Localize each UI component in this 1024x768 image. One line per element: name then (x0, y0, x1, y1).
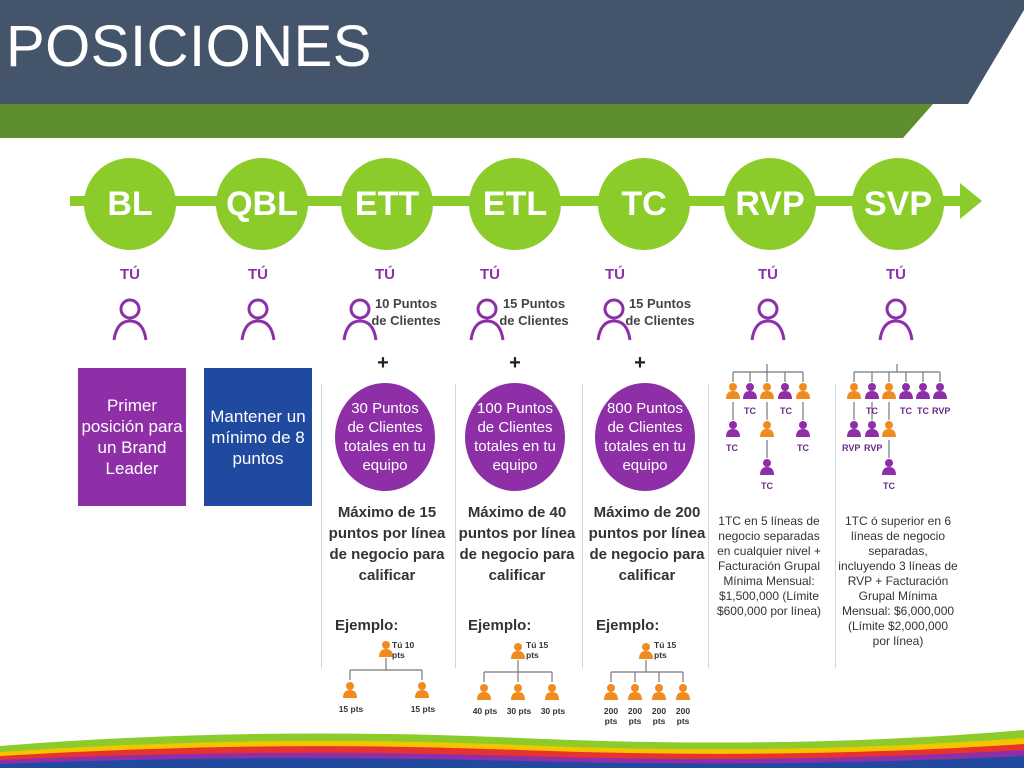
rvp-label: RVP (932, 406, 951, 416)
max-per-line-etl: Máximo de 40 puntos por línea de negocio… (458, 504, 576, 584)
example-leaf-label: 200 pts (603, 706, 619, 726)
you-label-etl: TÚ (480, 266, 500, 283)
header-navy-band (0, 0, 1024, 104)
max-per-line-tc: Máximo de 200 puntos por línea de negoci… (588, 504, 706, 584)
level-circle-ett: ETT (341, 158, 433, 250)
decorative-wave (0, 730, 1024, 768)
plus-sign: + (509, 352, 521, 374)
person-outline-icon (342, 298, 378, 341)
example-leaf-label: 30 pts (540, 706, 566, 716)
timeline-arrow-icon (960, 183, 982, 219)
person-outline-icon (750, 298, 786, 341)
rvp-label: RVP (864, 443, 883, 453)
rvp-requirement-text: 1TC en 5 líneas de negocio separadas en … (716, 514, 822, 618)
personal-points-tc: 15 Puntos de Clientes (625, 296, 695, 328)
tc-label: TC (797, 443, 809, 453)
you-label-tc: TÚ (605, 266, 625, 283)
column-divider (708, 384, 709, 668)
max-per-line-ett: Máximo de 15 puntos por línea de negocio… (328, 504, 446, 584)
example-label-ett: Ejemplo: (335, 617, 399, 634)
you-label-ett: TÚ (375, 266, 395, 283)
you-label-rvp: TÚ (758, 266, 778, 283)
example-leaf-label: 40 pts (472, 706, 498, 716)
example-top-label-etl: Tú 15 pts (526, 640, 549, 660)
person-outline-icon (878, 298, 914, 341)
example-leaf-label: 200 pts (627, 706, 643, 726)
you-label-qbl: TÚ (248, 266, 268, 283)
level-circle-svp: SVP (852, 158, 944, 250)
plus-sign: + (634, 352, 646, 374)
page-title: POSICIONES (6, 14, 372, 79)
tc-label: TC (761, 481, 773, 491)
qbl-description-box: Mantener un mínimo de 8 puntos (204, 368, 312, 506)
svp-requirement-text: 1TC ó superior en 6 líneas de negocio se… (838, 514, 958, 648)
column-divider (582, 384, 583, 668)
you-label-bl: TÚ (120, 266, 140, 283)
person-outline-icon (469, 298, 505, 341)
tc-label: TC (900, 406, 912, 416)
person-outline-icon (240, 298, 276, 341)
example-label-etl: Ejemplo: (468, 617, 532, 634)
team-points-disc-ett: 30 Puntos de Clientes totales en tu equi… (335, 383, 435, 491)
team-points-disc-tc: 800 Puntos de Clientes totales en tu equ… (595, 383, 695, 491)
level-circle-qbl: QBL (216, 158, 308, 250)
example-top-label-tc: Tú 15 pts (654, 640, 677, 660)
example-leaf-label: 30 pts (506, 706, 532, 716)
example-leaf-label: 200 pts (675, 706, 691, 726)
tc-label: TC (917, 406, 929, 416)
tc-label: TC (883, 481, 895, 491)
example-leaf-label: 200 pts (651, 706, 667, 726)
personal-points-etl: 15 Puntos de Clientes (499, 296, 569, 328)
example-label-tc: Ejemplo: (596, 617, 660, 634)
bl-description-box: Primer posición para un Brand Leader (78, 368, 186, 506)
personal-points-ett: 10 Puntos de Clientes (371, 296, 441, 328)
column-divider (455, 384, 456, 668)
example-leaf-label: 15 pts (410, 704, 436, 714)
level-circle-bl: BL (84, 158, 176, 250)
person-outline-icon (596, 298, 632, 341)
tc-label: TC (780, 406, 792, 416)
tc-label: TC (726, 443, 738, 453)
rvp-label: RVP (842, 443, 861, 453)
you-label-svp: TÚ (886, 266, 906, 283)
example-top-label-ett: Tú 10 pts (392, 640, 415, 660)
column-divider (321, 384, 322, 668)
plus-sign: + (377, 352, 389, 374)
level-circle-etl: ETL (469, 158, 561, 250)
level-circle-tc: TC (598, 158, 690, 250)
example-leaf-label: 15 pts (338, 704, 364, 714)
column-divider (835, 384, 836, 668)
person-outline-icon (112, 298, 148, 341)
level-circle-rvp: RVP (724, 158, 816, 250)
tc-label: TC (744, 406, 756, 416)
team-points-disc-etl: 100 Puntos de Clientes totales en tu equ… (465, 383, 565, 491)
tc-label: TC (866, 406, 878, 416)
